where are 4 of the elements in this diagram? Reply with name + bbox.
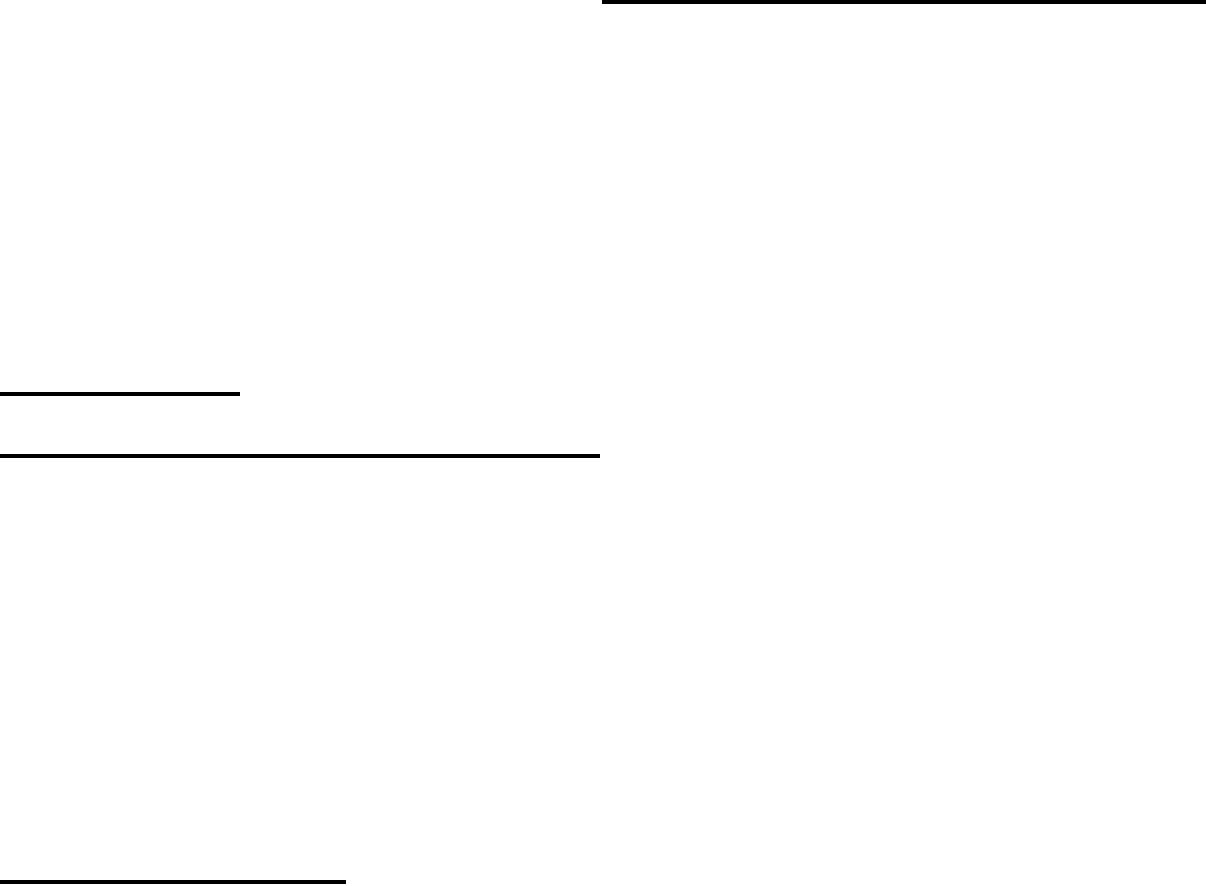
horizontal-rule <box>0 880 346 884</box>
horizontal-rule <box>602 0 1206 4</box>
horizontal-rule <box>0 392 240 396</box>
horizontal-rule <box>0 454 600 458</box>
